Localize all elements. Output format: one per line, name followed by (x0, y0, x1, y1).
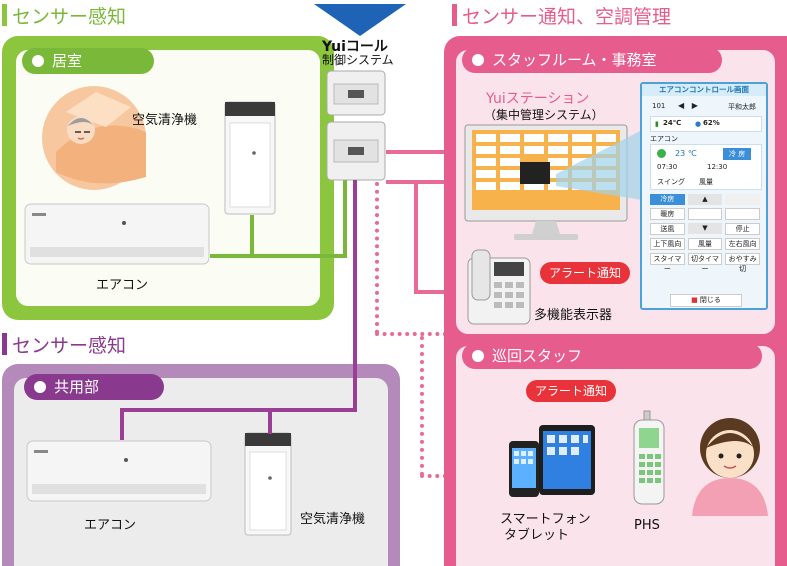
purifier-label: 空気清浄機 (132, 109, 197, 128)
horizontal-vane-button[interactable]: 左右風向 (725, 238, 760, 250)
cool-button[interactable]: 冷房 (650, 194, 685, 205)
wire-unit-down-green (343, 180, 347, 258)
timer-on[interactable]: 07:30 (657, 163, 677, 171)
logo-triangle-icon (312, 2, 408, 38)
station-title: Yuiステーション (486, 88, 589, 108)
close-label: 閉じる (700, 296, 721, 304)
blow-button[interactable]: 送風 (650, 223, 685, 235)
nav-arrows-icon[interactable]: ◀ ▶ (678, 101, 698, 110)
air-purifier-illustration (224, 101, 276, 215)
staff-room-label: スタッフルーム・事務室 (492, 51, 657, 69)
tablet-illustration (538, 424, 596, 496)
room-temp: 24℃ (663, 119, 681, 127)
blank-button[interactable] (725, 194, 760, 205)
wire-aircon-to-unit (210, 254, 347, 258)
zoom-callout (556, 130, 642, 200)
stop-button[interactable]: 停止 (725, 223, 760, 235)
air-conditioner-illustration (24, 203, 210, 269)
room-humidity: 62% (703, 119, 720, 127)
aircon-label: エアコン (84, 514, 136, 533)
swing-label: スイング (657, 177, 685, 187)
timer-off[interactable]: 12:30 (707, 163, 727, 171)
section-title-notification: センサー通知、空調管理 (462, 2, 671, 29)
wire-to-aircon-bottom (120, 408, 124, 440)
bullet-icon (32, 55, 44, 67)
bullet-icon (472, 54, 484, 66)
aircon-control-screen: エアコンコントロール画面 101 ◀ ▶ 平和太郎 ▮ 24℃ ● 62% エア… (640, 82, 768, 310)
bullet-icon (472, 350, 484, 362)
alert-badge-devices: アラート通知 (526, 380, 616, 402)
wire-unit-down-purple (353, 180, 357, 412)
wireless-link-horizontal (375, 332, 447, 336)
wire-unit-to-staff (386, 150, 448, 154)
staff-room-pill: スタッフルーム・事務室 (462, 47, 722, 73)
set-temperature: 23 ℃ (675, 149, 697, 158)
blank-button[interactable] (725, 208, 760, 220)
patrol-label: 巡回スタッフ (492, 347, 582, 365)
sleep-timer-button[interactable]: おやすみ切 (725, 253, 760, 265)
common-area-pill: 共用部 (24, 374, 164, 400)
room-label: 居室 (52, 52, 82, 70)
purifier-label: 空気清浄機 (300, 508, 365, 527)
sleeping-resident-illustration (36, 82, 156, 192)
power-icon[interactable] (657, 149, 666, 158)
section-marker-purple (2, 333, 7, 355)
patrol-pill: 巡回スタッフ (462, 343, 762, 369)
air-conditioner-illustration (26, 440, 212, 506)
section-marker-green (2, 4, 7, 26)
aircon-label: エアコン (96, 274, 148, 293)
close-button[interactable]: ■ 閉じる (670, 294, 742, 307)
control-buttons: 冷房 ▲ 暖房 送風 ▼ 停止 上下風向 風量 左右風向 スタイマー 切タイマー… (650, 194, 760, 265)
phs-label: PHS (634, 518, 660, 533)
smartphone-illustration (508, 440, 540, 498)
control-system-subtitle: 制御システム (322, 51, 394, 68)
heat-button[interactable]: 暖房 (650, 208, 685, 220)
fan-speed-button[interactable]: 風量 (688, 238, 723, 250)
control-unit-illustration (326, 70, 386, 182)
close-icon: ■ (691, 296, 698, 304)
phs-phone-illustration (632, 410, 666, 506)
wire-to-purifier-bottom (268, 408, 272, 434)
wire-vertical-to-phone (414, 180, 418, 294)
aircon-section-label: エアコン (650, 134, 678, 144)
vertical-vane-button[interactable]: 上下風向 (650, 238, 685, 250)
down-button[interactable]: ▼ (688, 223, 723, 234)
wire-purifier-to-aircon (250, 215, 254, 258)
wireless-link-vertical-2 (420, 336, 424, 476)
fan-mode-button[interactable] (688, 208, 723, 220)
section-title-sensor-top: センサー感知 (12, 2, 126, 29)
on-timer-button[interactable]: スタイマー (650, 253, 685, 265)
tablet-label: タブレット (504, 524, 569, 543)
multifunction-phone-illustration (466, 248, 532, 328)
wire-common-horizontal (120, 408, 357, 412)
section-marker-pink (452, 4, 457, 26)
wireless-link-vertical (375, 182, 379, 334)
common-area-label: 共用部 (54, 378, 99, 396)
aircon-status-card: 23 ℃ 冷 房 07:30 12:30 スイング 風量 (650, 144, 762, 190)
aircon-screen-title: エアコンコントロール画面 (642, 84, 766, 96)
bullet-icon (34, 381, 46, 393)
section-title-sensor-bottom: センサー感知 (12, 331, 126, 358)
room-number: 101 (652, 102, 665, 110)
alert-badge-phone: アラート通知 (540, 262, 630, 284)
staff-member-illustration (680, 408, 780, 516)
humidity-icon: ● (695, 120, 701, 128)
phone-label: 多機能表示器 (534, 304, 612, 323)
off-timer-button[interactable]: 切タイマー (688, 253, 723, 265)
air-purifier-illustration (244, 432, 292, 536)
fan-label: 風量 (699, 177, 713, 187)
temp-humidity-readout: ▮ 24℃ ● 62% (650, 116, 762, 132)
thermometer-icon: ▮ (655, 120, 659, 128)
mode-badge[interactable]: 冷 房 (723, 148, 751, 160)
room-pill: 居室 (22, 48, 154, 74)
up-button[interactable]: ▲ (688, 194, 723, 205)
station-subtitle: （集中管理システム） (484, 106, 604, 123)
resident-name: 平和太郎 (728, 102, 756, 112)
